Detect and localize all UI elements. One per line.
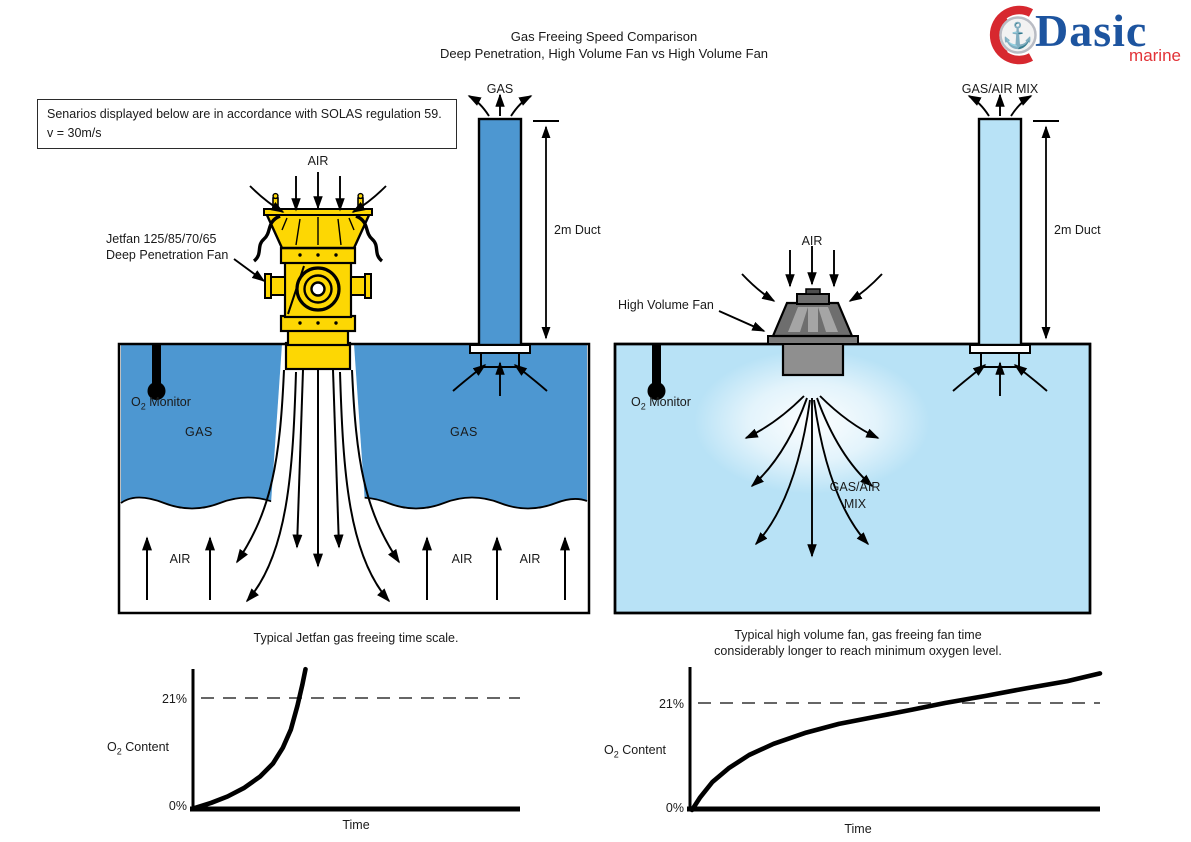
o2-sub: 2 xyxy=(140,401,146,412)
right-chart-ylabel: O2 Content xyxy=(604,742,666,763)
left-duct-dimension xyxy=(533,120,559,340)
left-chart-ytick-0: 0% xyxy=(168,799,187,813)
page-title-line1: Gas Freeing Speed Comparison xyxy=(510,29,698,44)
air-label-hvfan: AIR xyxy=(801,234,823,248)
left-chart-ytick-21: 21% xyxy=(161,692,187,706)
o2-monitor-label-left: O2 Monitor xyxy=(131,394,191,415)
left-chart-ylabel: O2 Content xyxy=(107,739,169,760)
left-chart-title: Typical Jetfan gas freeing time scale. xyxy=(253,631,459,645)
left-duct-dim-label: 2m Duct xyxy=(554,223,601,237)
o2-sub: 2 xyxy=(613,749,619,760)
solas-note-box: Senarios displayed below are in accordan… xyxy=(37,99,457,149)
monitor-text: Monitor xyxy=(145,395,191,409)
right-duct xyxy=(952,93,1059,396)
o2-sub: 2 xyxy=(640,401,646,412)
gas-air-mix-line1: GAS/AIR xyxy=(829,480,881,494)
air-arrows-hvfan xyxy=(741,246,883,302)
right-chart-title-line1: Typical high volume fan, gas freeing fan… xyxy=(734,628,982,642)
right-chart-ytick-0: 0% xyxy=(665,801,684,815)
o2-monitor-label-right: O2 Monitor xyxy=(631,394,691,415)
o2-text: O xyxy=(604,743,614,757)
jetfan xyxy=(252,192,384,371)
o2-monitor-probe-left xyxy=(147,345,166,400)
dasic-marine-logo: ⚓ Dasic marine xyxy=(983,2,1188,70)
left-chart-curve xyxy=(192,666,308,811)
logo-mark: ⚓ xyxy=(989,5,1037,65)
air-arrows-jetfan xyxy=(249,172,387,213)
high-volume-fan xyxy=(767,288,859,377)
monitor-text: Monitor xyxy=(645,395,691,409)
jet-stream-arrows xyxy=(236,369,400,603)
gas-label-right: GAS xyxy=(450,425,478,439)
air-label-bottom-2: AIR xyxy=(451,552,473,566)
solas-note-line1: Senarios displayed below are in accordan… xyxy=(47,107,442,121)
jetfan-label-arrow xyxy=(233,258,266,282)
solas-note-line2: v = 30m/s xyxy=(47,126,102,140)
left-chart xyxy=(190,666,520,812)
right-duct-dim-label: 2m Duct xyxy=(1054,223,1101,237)
air-label-bottom-1: AIR xyxy=(169,552,191,566)
right-duct-label: GAS/AIR MIX xyxy=(961,82,1039,96)
o2-text: O xyxy=(131,395,141,409)
hvfan-label-arrow xyxy=(718,310,766,332)
fan-spread-arrows xyxy=(744,395,880,558)
air-label-jetfan: AIR xyxy=(307,154,329,168)
right-chart-curve xyxy=(689,671,1103,813)
content-text: Content xyxy=(121,740,170,754)
anchor-icon: ⚓ xyxy=(1002,21,1033,50)
right-chart xyxy=(687,667,1103,813)
jetfan-label-line1: Jetfan 125/85/70/65 xyxy=(106,232,217,246)
o2-text: O xyxy=(631,395,641,409)
left-duct xyxy=(452,93,559,396)
air-up-arrows-left xyxy=(142,536,570,600)
gas-air-mix-line2: MIX xyxy=(843,497,867,511)
right-chart-xlabel: Time xyxy=(844,822,872,836)
right-tank xyxy=(613,342,1092,615)
logo-brand-text: Dasic xyxy=(1035,5,1148,56)
gas-label-left: GAS xyxy=(185,425,213,439)
right-chart-title-line2: considerably longer to reach minimum oxy… xyxy=(714,644,1002,658)
left-duct-gas-label: GAS xyxy=(486,82,514,96)
page-title-line2: Deep Penetration, High Volume Fan vs Hig… xyxy=(439,46,769,61)
air-label-bottom-3: AIR xyxy=(519,552,541,566)
o2-monitor-probe-right xyxy=(647,345,666,400)
right-duct-dimension xyxy=(1033,120,1059,340)
o2-sub: 2 xyxy=(116,746,122,757)
hvfan-label: High Volume Fan xyxy=(618,298,714,312)
jetfan-label-line2: Deep Penetration Fan xyxy=(106,248,229,262)
left-tank xyxy=(117,342,591,615)
right-chart-ytick-21: 21% xyxy=(658,697,684,711)
logo-sub-text: marine xyxy=(1129,46,1181,65)
content-text: Content xyxy=(618,743,667,757)
o2-text: O xyxy=(107,740,117,754)
left-chart-xlabel: Time xyxy=(342,818,370,832)
